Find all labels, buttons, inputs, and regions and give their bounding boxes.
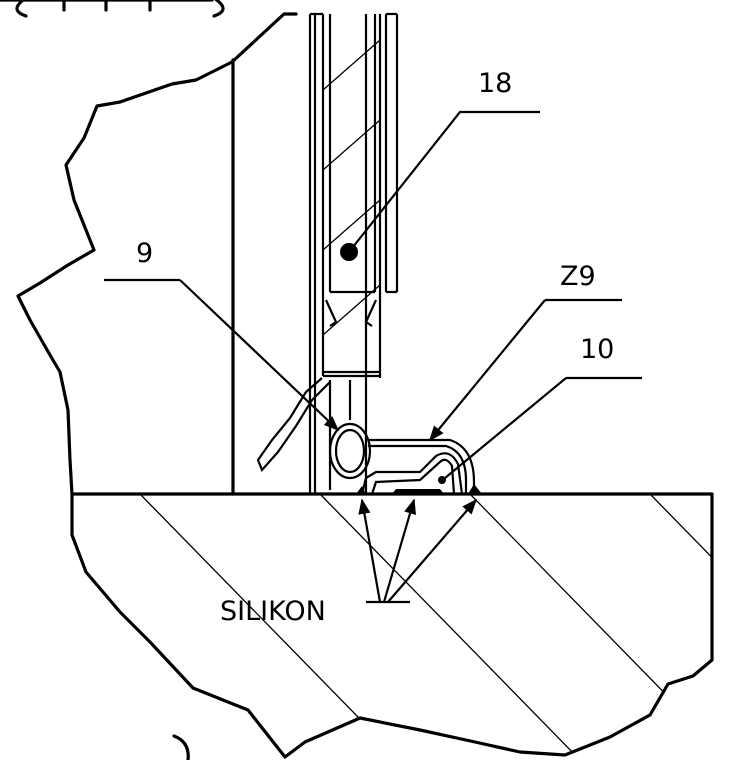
callout-18: 18 xyxy=(478,68,512,99)
profile-z9 xyxy=(356,438,482,495)
frame-profile xyxy=(308,12,399,494)
callout-10: 10 xyxy=(580,334,614,365)
base-slab xyxy=(70,492,714,759)
wall-section xyxy=(16,12,298,496)
gasket-9 xyxy=(328,380,372,490)
partial-header-bracket xyxy=(0,0,225,18)
callout-silikon: SILIKON xyxy=(220,596,326,627)
callout-9: 9 xyxy=(136,238,153,269)
glass-pane xyxy=(323,14,380,378)
callout-z9: Z9 xyxy=(560,261,596,292)
bottom-mark xyxy=(172,734,190,760)
leaders xyxy=(104,110,642,604)
sealing-lip xyxy=(256,377,331,473)
bead-10-dot xyxy=(438,476,446,484)
